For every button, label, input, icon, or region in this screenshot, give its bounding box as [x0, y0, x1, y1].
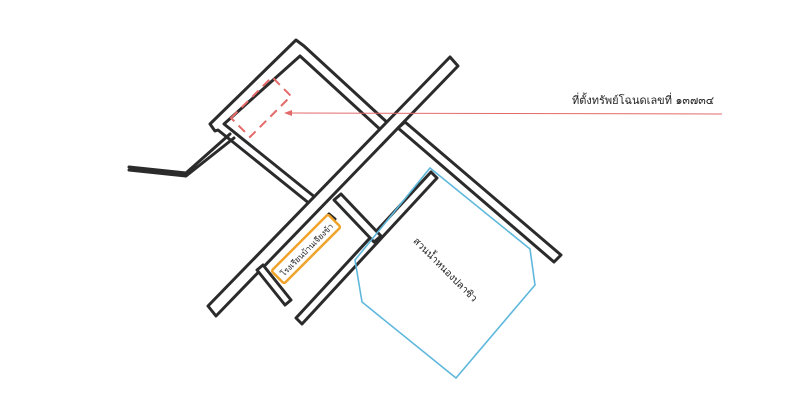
road-short-connector	[332, 192, 383, 244]
road-block-upper-left	[208, 38, 392, 206]
road-small-stub	[255, 263, 293, 307]
school-outline	[270, 213, 342, 285]
side-road-west	[127, 132, 236, 178]
property-parcel-outline	[229, 75, 293, 139]
pointer-label: ที่ตั้งทรัพย์โฉนดเลขที่ ๑๓๗๓๔	[572, 92, 714, 107]
pond-label: สวนน้ำหนองปลาซิว	[411, 234, 482, 305]
pointer-arrowhead	[284, 110, 292, 116]
road-east-diagonal	[396, 120, 563, 264]
pointer-line	[288, 112, 723, 115]
main-diagonal-road	[206, 55, 460, 318]
pond-outline	[354, 166, 536, 380]
road-lower-parallel	[294, 170, 439, 326]
